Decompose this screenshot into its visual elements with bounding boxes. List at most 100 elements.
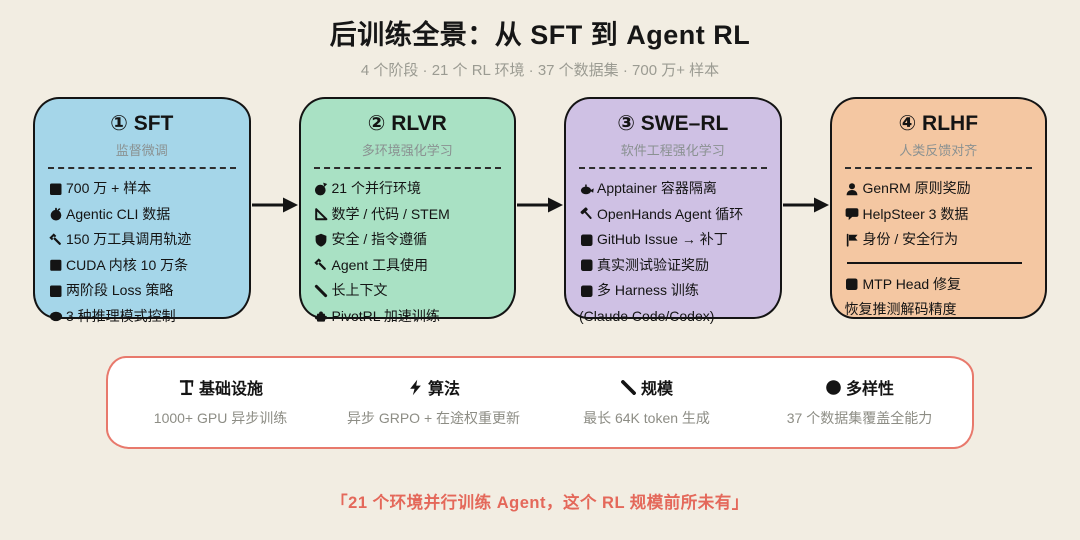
list-item: 真实测试验证奖励 [579,253,767,279]
shield-icon [314,232,329,247]
list-item: Agent 工具使用 [314,253,502,279]
list-item: 700 万 + 样本 [48,176,236,202]
square-icon [845,277,860,292]
dashed-divider [844,167,1032,169]
page-title: 后训练全景：从 SFT 到 Agent RL [329,20,751,50]
stage-title: ④ RLHF [898,112,979,135]
hammer-icon [579,207,594,222]
stage-subtitle: 人类反馈对齐 [899,143,978,158]
item-text: 700 万 + 样本 [66,180,152,196]
square-icon [579,232,594,247]
bar-chart-icon [48,181,63,196]
whale-icon [579,181,594,196]
item-text: GitHub Issue → 补丁 [597,231,728,247]
item-text: PivotRL 加速训练 [331,307,440,324]
dashed-divider [313,167,501,169]
brain-icon [48,309,63,324]
list-item: HelpSteer 3 数据 [845,202,1033,228]
stage-subtitle: 软件工程强化学习 [620,143,725,158]
stages-row: ① SFT 监督微调 700 万 + 样本 Agentic CLI 数据 150… [33,97,1047,324]
solid-divider [846,261,1022,264]
flow-arrow [251,97,299,319]
list-item: PivotRL 加速训练 [314,304,502,330]
item-text: 多 Harness 训练 [597,282,699,298]
list-item: 恢复推测解码精度 [845,297,1033,323]
list-item: 安全 / 指令遵循 [314,227,502,253]
speech-bubble-icon [845,207,860,222]
puzzle-icon [314,309,329,324]
item-text: OpenHands Agent 循环 [597,205,744,222]
flag-icon [845,232,860,247]
list-item: 两阶段 Loss 策略 [48,278,236,304]
summary-subtitle: 37 个数据集覆盖全能力 [786,410,933,426]
target-icon [314,181,329,196]
item-text: Agentic CLI 数据 [66,205,171,222]
summary-subtitle: 1000+ GPU 异步训练 [153,410,288,426]
item-text: 安全 / 指令遵循 [331,231,428,247]
page-subtitle: 4 个阶段 · 21 个 RL 环境 · 37 个数据集 · 700 万+ 样本 [360,62,720,79]
stage-box-rlvr: ② RLVR 多环境强化学习 21 个并行环境 数学 / 代码 / STEM 安… [298,97,516,324]
item-text: Agent 工具使用 [331,256,428,273]
list-item: (Claude Code/Codex) [579,304,767,330]
stage-subtitle: 多环境强化学习 [361,143,453,158]
item-text: 21 个并行环境 [331,180,421,196]
list-item: 3 种推理模式控制 [48,304,236,330]
summary-cell-scale: 规模 最长 64K token 生成 [540,375,753,428]
list-item: 21 个并行环境 [314,176,502,202]
summary-cell-algorithm: 算法 异步 GRPO + 在途权重更新 [327,375,540,428]
summary-cell-diversity: 多样性 37 个数据集覆盖全能力 [753,375,966,428]
wrench-icon [314,258,329,273]
triangle-ruler-icon [314,207,329,222]
item-text: 两阶段 Loss 策略 [66,282,174,298]
lightning-icon [407,379,424,396]
list-item: OpenHands Agent 循环 [579,202,767,228]
item-text: HelpSteer 3 数据 [862,205,969,222]
stage-title: ② RLVR [367,112,447,135]
summary-title: 算法 [427,381,460,398]
person-icon [845,181,860,196]
dashed-divider [48,167,236,169]
list-item: Apptainer 容器隔离 [579,176,767,202]
summary-title: 多样性 [845,381,894,398]
list-item: GenRM 原则奖励 [845,176,1033,202]
item-text: (Claude Code/Codex) [579,307,715,324]
summary-title: 基础设施 [198,381,263,398]
item-text: 身份 / 安全行为 [862,231,959,247]
square-icon [579,258,594,273]
item-text: CUDA 内核 10 万条 [66,256,189,273]
summary-subtitle: 最长 64K token 生成 [583,410,710,426]
flow-arrow [516,97,564,319]
ruler-icon [620,379,637,396]
item-text: MTP Head 修复 [862,275,962,292]
item-text: 150 万工具调用轨迹 [66,231,192,247]
list-item: 数学 / 代码 / STEM [314,202,502,228]
stage-subtitle: 监督微调 [115,143,168,158]
dashed-divider [579,167,767,169]
flow-arrow [782,97,830,319]
list-item: GitHub Issue → 补丁 [579,227,767,253]
header: 后训练全景：从 SFT 到 Agent RL 4 个阶段 · 21 个 RL 环… [0,0,1080,80]
item-text: 真实测试验证奖励 [597,256,709,273]
square-icon [579,283,594,298]
list-item: 150 万工具调用轨迹 [48,227,236,253]
chip-icon [48,258,63,273]
item-text: 数学 / 代码 / STEM [331,205,450,222]
list-item: CUDA 内核 10 万条 [48,253,236,279]
globe-icon [825,379,842,396]
item-text: Apptainer 容器隔离 [597,180,717,196]
summary-title: 规模 [640,381,673,398]
stage-box-sft: ① SFT 监督微调 700 万 + 样本 Agentic CLI 数据 150… [33,97,251,324]
crane-icon [178,379,195,396]
item-text: GenRM 原则奖励 [862,180,971,196]
summary-subtitle: 异步 GRPO + 在途权重更新 [346,410,521,426]
summary-panel: 基础设施 1000+ GPU 异步训练 算法 异步 GRPO + 在途权重更新 … [106,356,974,449]
bottom-quote: 「21 个环境并行训练 Agent，这个 RL 规模前所未有」 [331,494,749,512]
wrench-icon [48,232,63,247]
layers-icon [48,283,63,298]
stage-title: ① SFT [110,112,174,135]
stage-title: ③ SWE–RL [617,112,729,135]
item-text: 3 种推理模式控制 [66,307,176,324]
list-item: Agentic CLI 数据 [48,202,236,228]
item-text: 长上下文 [331,282,388,298]
